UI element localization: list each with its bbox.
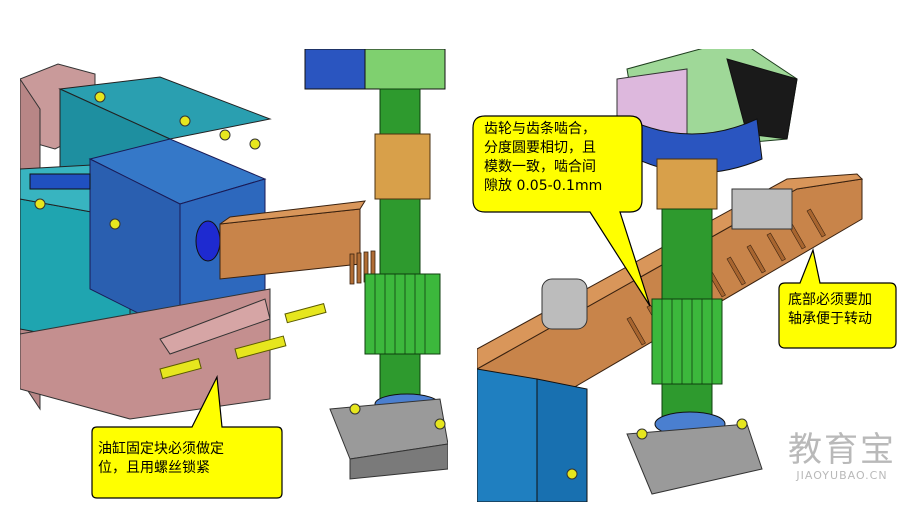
left-cad-view [20, 49, 448, 502]
callout-bubble-gear-mesh [472, 115, 651, 307]
callout-gear-mesh: 齿轮与齿条啮合， 分度圆要相切，且 模数一致，啮合间 隙放 0.05-0.1mm [484, 121, 603, 194]
callout-bubble-cylinder-block [91, 375, 283, 499]
callout-bubble-bearing [778, 248, 897, 349]
cylinder-assembly-drawing [20, 49, 448, 480]
watermark-url: JIAOYUBAO.CN [796, 469, 888, 482]
callout-bearing: 底部必须要加 轴承便于转动 [788, 292, 872, 327]
callout-cylinder-block: 油缸固定块必须做定 位，且用螺丝锁紧 [98, 441, 224, 476]
watermark-logo: 教育宝 JIAOYUBAO.CN [788, 431, 896, 482]
watermark-brand: 教育宝 [788, 430, 896, 470]
